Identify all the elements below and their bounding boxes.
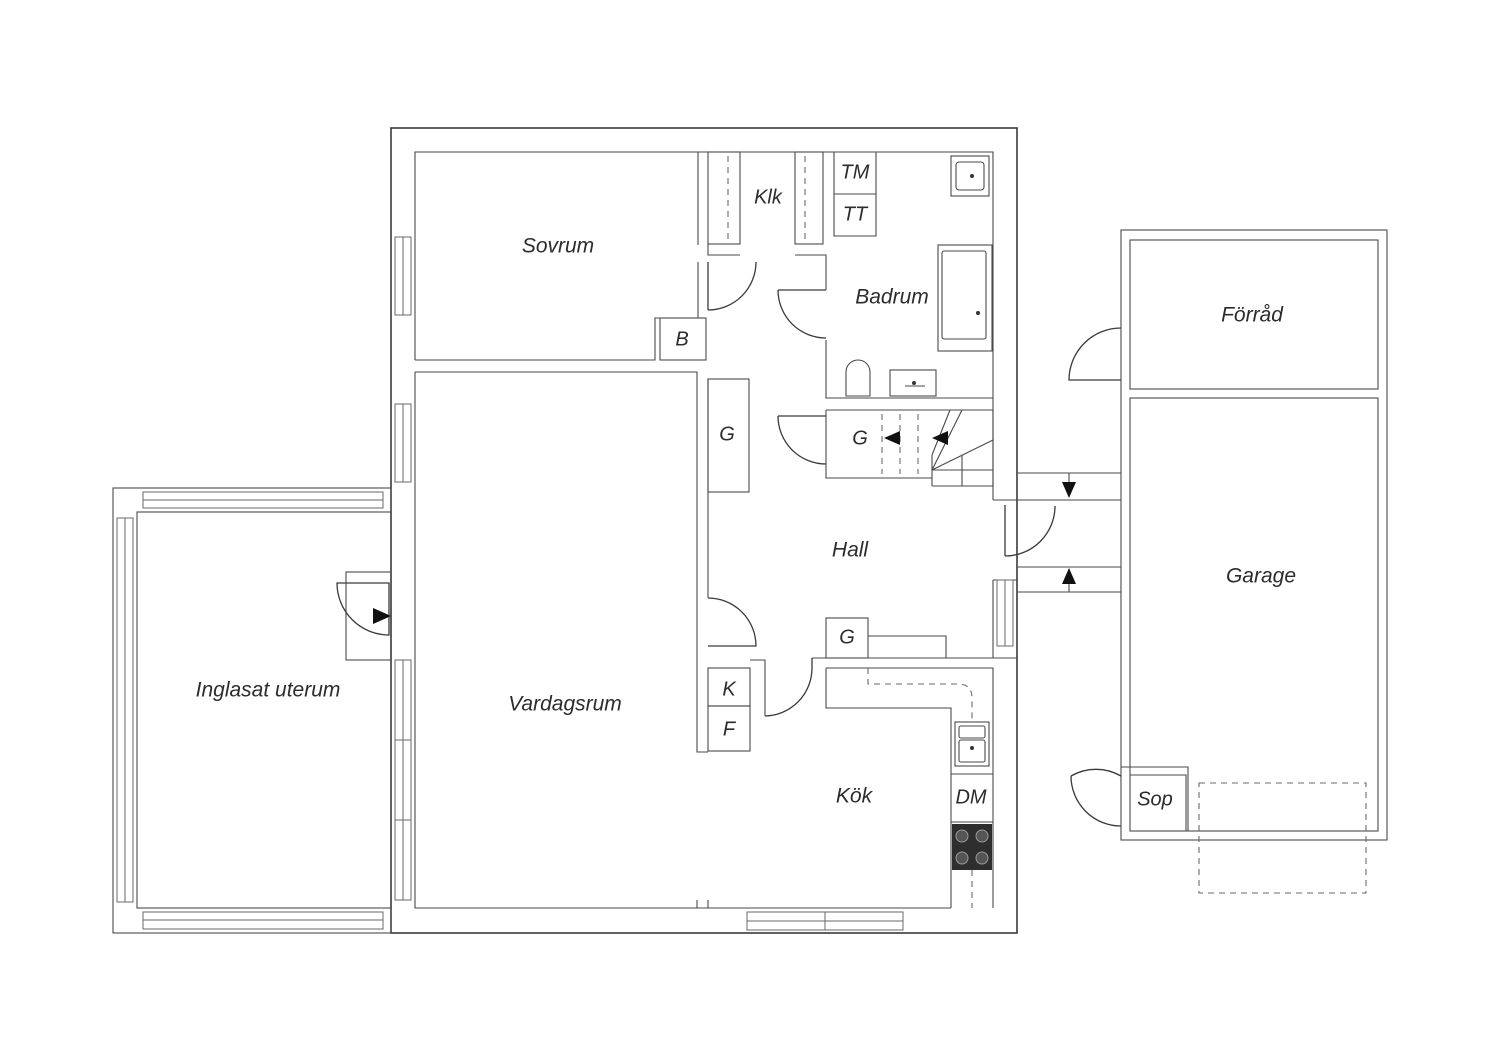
door-arrow-icon <box>373 608 391 624</box>
label-g-left: G <box>719 423 735 445</box>
stair-arrow-icon <box>932 431 948 445</box>
badrum-room <box>777 152 993 399</box>
label-b: B <box>675 328 688 350</box>
house-exterior-walls <box>390 127 1018 934</box>
passage-arrow-icon <box>1062 568 1076 584</box>
vardagsrum-room <box>394 371 904 931</box>
label-sovrum: Sovrum <box>522 235 594 258</box>
bathtub-icon <box>937 244 993 352</box>
label-g-stair: G <box>852 427 868 449</box>
stair-arrow-icon <box>884 431 900 445</box>
label-tm: TM <box>841 161 870 183</box>
stair <box>881 409 994 487</box>
door-swing-icon <box>336 582 390 636</box>
label-tt: TT <box>843 203 869 225</box>
label-vardagsrum: Vardagsrum <box>508 693 622 716</box>
passage-arrow-icon <box>1062 482 1076 498</box>
label-g-hall: G <box>839 626 855 648</box>
door-swing-icon <box>777 289 827 339</box>
label-klk: Klk <box>754 186 783 208</box>
label-badrum: Badrum <box>855 286 929 309</box>
garage-building <box>1068 229 1388 894</box>
room-labels: Sovrum Klk TM TT Badrum B G G Hall G K F… <box>196 161 1296 810</box>
kok-room <box>696 646 994 908</box>
passage <box>1017 472 1121 593</box>
label-f: F <box>723 718 737 740</box>
label-garage: Garage <box>1226 565 1296 588</box>
klk-room <box>707 151 827 290</box>
hall-room <box>707 499 1056 659</box>
b-closet <box>659 317 707 361</box>
door-swing-icon <box>707 597 757 647</box>
toilet-icon <box>845 359 871 397</box>
door-swing-icon <box>707 261 757 311</box>
label-forrad: Förråd <box>1221 304 1284 327</box>
inglasat-uterum-room <box>112 487 392 934</box>
label-hall: Hall <box>832 539 870 562</box>
sovrum-room <box>394 152 757 361</box>
sink-icon <box>950 155 990 197</box>
door-swing-icon <box>777 415 827 465</box>
door-swing-icon <box>1004 505 1056 557</box>
sink-icon <box>889 369 937 397</box>
label-kok: Kök <box>836 785 874 808</box>
door-swing-icon <box>1068 327 1122 381</box>
label-dm: DM <box>955 786 986 808</box>
door-swing-icon <box>764 658 813 717</box>
label-sop: Sop <box>1137 788 1173 810</box>
label-k: K <box>722 678 737 700</box>
label-inglasat-uterum: Inglasat uterum <box>196 679 341 702</box>
sink-icon <box>954 721 990 767</box>
door-swing-icon <box>1070 768 1122 827</box>
hall-closets <box>707 378 994 590</box>
